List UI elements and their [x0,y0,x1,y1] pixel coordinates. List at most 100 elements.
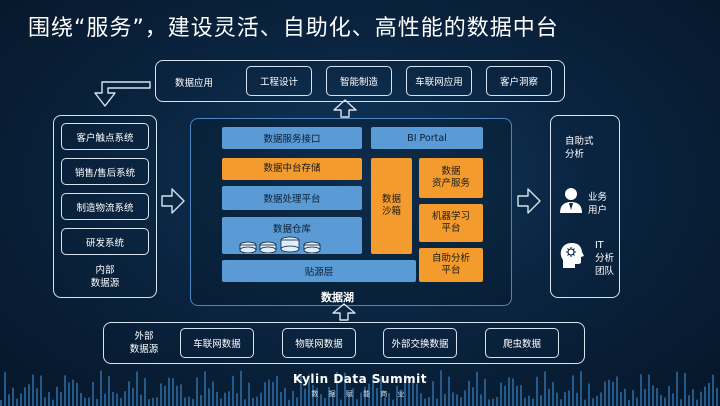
database-icons [239,236,321,253]
footer-bar [404,374,406,406]
ext-crawler-data[interactable]: 爬虫数据 [485,328,559,358]
data-applications-panel [155,60,565,102]
internal-sources-label: 内部 数据源 [90,265,120,289]
app-connected-vehicle[interactable]: 车联网应用 [406,66,472,96]
footer-bar [184,397,186,406]
footer-bar [332,393,334,406]
footer-bar [156,397,158,406]
data-processing-platform[interactable]: 数据处理平台 [222,186,362,210]
self-service-analytics-platform[interactable]: 自助分析 平台 [419,248,483,282]
footer-bar [684,372,686,406]
footer-bar [704,386,706,406]
footer-bar [260,392,262,406]
footer-bar [636,397,638,406]
footer-bar [472,387,474,406]
footer-bar [476,371,478,406]
footer-bar [316,387,318,406]
footer-bar [236,393,238,406]
footer-bar [552,382,554,406]
ext-connected-vehicle-data[interactable]: 车联网数据 [180,328,254,358]
external-sources-panel [103,322,585,364]
footer-bar [376,388,378,406]
footer-bar [208,388,210,406]
footer-bar [420,393,422,406]
footer-bar [572,375,574,406]
footer-bar [708,383,710,406]
footer-bar [240,370,242,406]
footer-bar [556,392,558,406]
footer-bar [412,379,414,406]
source-sales-aftersales[interactable]: 销售/售后系统 [61,158,149,185]
self-service-label: 自助式 分析 [565,136,594,160]
external-sources-label: 外部 数据源 [129,331,159,355]
data-asset-service[interactable]: 数据 资产服务 [419,158,483,198]
data-warehouse-label: 数据仓库 [272,224,311,235]
footer-bar [368,383,370,406]
footer-bar [512,378,514,406]
footer-bar [196,377,198,406]
footer-bar [12,387,14,406]
footer-bar [356,399,358,406]
footer-bar [36,388,38,406]
footer-bar [508,377,510,406]
footer-bar [16,398,18,406]
footer-bar [484,378,486,406]
footer-title: Kylin Data Summit [293,372,427,386]
footer-bar [692,389,694,406]
footer-bar [672,393,674,406]
data-sandbox[interactable]: 数据 沙箱 [371,158,412,254]
app-smart-manufacturing[interactable]: 智能制造 [326,66,392,96]
external-to-lake-arrow [332,303,356,321]
source-layer[interactable]: 贴源层 [222,260,416,282]
footer-bar [168,377,170,406]
data-middle-storage[interactable]: 数据中台存储 [222,158,362,180]
source-customer-touchpoint[interactable]: 客户触点系统 [61,123,149,150]
app-engineering-design[interactable]: 工程设计 [246,66,312,96]
footer-bar [144,378,146,406]
app-customer-insight[interactable]: 客户洞察 [486,66,552,96]
source-rnd[interactable]: 研发系统 [61,228,149,255]
footer-bar [152,397,154,406]
footer-bar [296,397,298,406]
footer-bar [624,388,626,406]
footer-bar [64,375,66,406]
ext-iot-data[interactable]: 物联网数据 [282,328,356,358]
ext-exchange-data[interactable]: 外部交换数据 [383,328,457,358]
footer-bar [124,391,126,406]
footer-bar [700,391,702,406]
footer-bar [456,394,458,406]
footer-bar [216,391,218,406]
footer-bar [188,396,190,406]
footer-bar [584,399,586,406]
footer-bar [564,392,566,406]
footer-bar [96,398,98,406]
machine-learning-platform[interactable]: 机器学习 平台 [419,204,483,242]
footer-bar [336,371,338,406]
footer-bar [616,376,618,406]
footer-bar [388,392,390,406]
footer-subtitle: 数 据 赋 能 商 业 [311,390,409,398]
footer-bar [56,386,58,406]
footer-bar [544,371,546,406]
footer-bar [536,376,538,406]
footer-bar [180,384,182,406]
footer-bar [532,398,534,406]
footer-bar [660,395,662,406]
footer-bar [688,395,690,406]
footer-bar [400,392,402,406]
footer-bar [52,399,54,406]
footer-bar [112,391,114,406]
source-manufacturing-logistics[interactable]: 制造物流系统 [61,193,149,220]
footer-bar [132,387,134,406]
footer-bar [652,385,654,406]
bi-portal[interactable]: BI Portal [371,127,483,149]
data-service-interface[interactable]: 数据服务接口 [222,127,362,149]
footer-bar [560,399,562,406]
footer-bar [680,399,682,406]
footer-bar [716,387,718,406]
footer-bar [24,387,26,406]
footer-bar [596,395,598,406]
footer-bar [0,400,2,406]
footer-bar [676,371,678,406]
